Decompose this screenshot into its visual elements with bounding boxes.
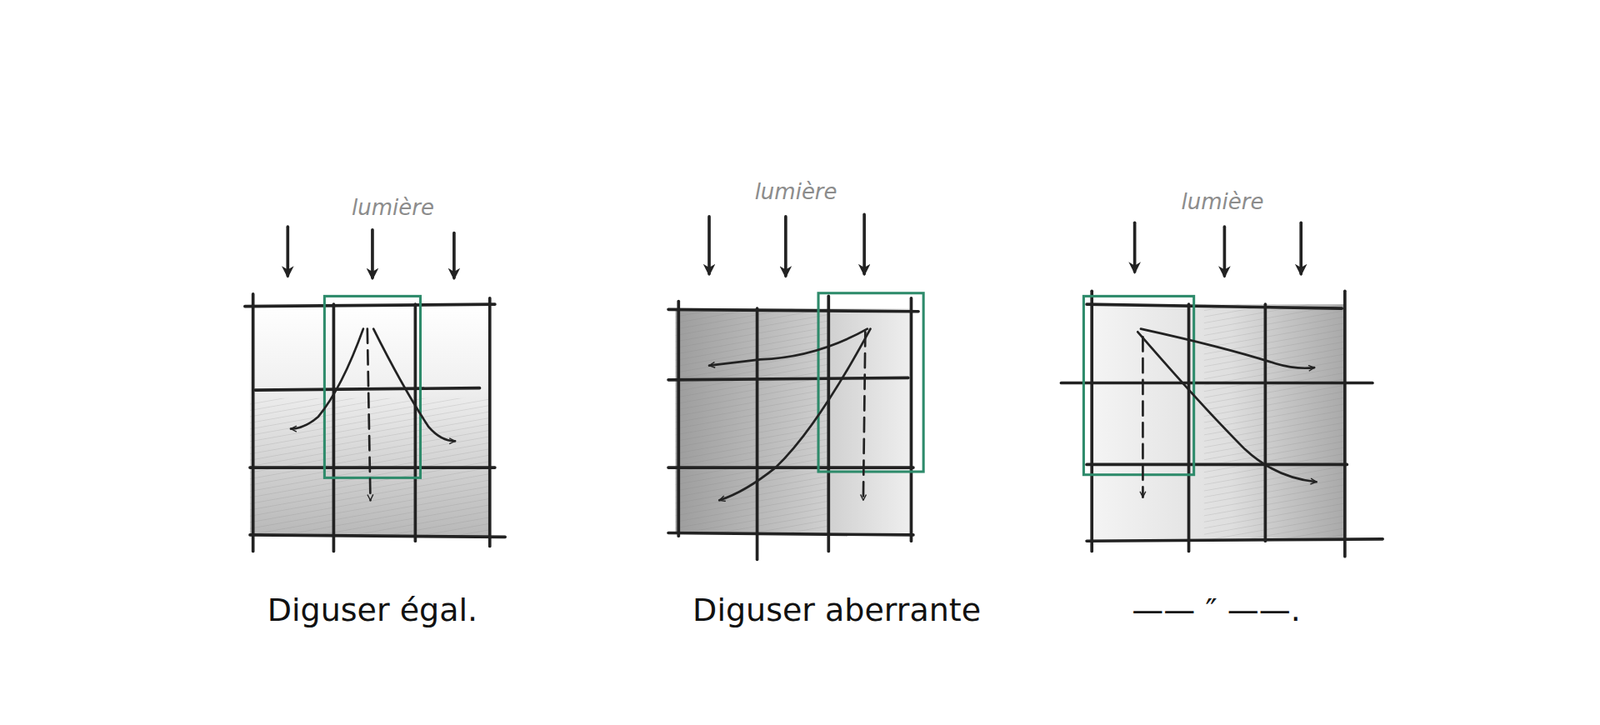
grid-sketch xyxy=(668,214,924,560)
grid-line xyxy=(255,388,480,390)
grid-line xyxy=(332,304,336,551)
grid-line xyxy=(1086,304,1342,309)
shading xyxy=(1091,304,1345,541)
light-arrow xyxy=(862,214,866,274)
diffusion-arrow xyxy=(709,329,868,366)
grid-line xyxy=(668,309,919,311)
caption: —— ″ ——. xyxy=(1131,591,1300,629)
diffusion-arrow xyxy=(1141,336,1145,497)
grid-line xyxy=(1086,539,1383,541)
hatching xyxy=(675,308,830,533)
light-arrow xyxy=(452,232,456,278)
highlight-frame xyxy=(818,293,924,472)
grid-line xyxy=(668,377,909,380)
grid-line xyxy=(1090,290,1094,551)
shading xyxy=(250,304,490,536)
diffusion-arrow xyxy=(290,329,364,430)
grid-line xyxy=(1187,304,1191,551)
grid-line xyxy=(1086,463,1347,467)
hatching xyxy=(1204,304,1345,541)
grid-line xyxy=(755,308,760,560)
light-label: lumière xyxy=(755,179,838,205)
light-arrow xyxy=(370,230,375,279)
grid-sketch xyxy=(1060,222,1383,556)
light-arrow xyxy=(1133,222,1137,272)
grid-line xyxy=(250,535,505,537)
diffusion-arrow xyxy=(1140,329,1315,369)
grid-line xyxy=(251,294,255,552)
grid-line xyxy=(245,304,495,306)
diffusion-arrow xyxy=(1137,331,1316,482)
grid-line xyxy=(1264,304,1268,541)
shading xyxy=(675,308,913,533)
grid-line xyxy=(414,304,418,541)
light-arrow xyxy=(784,216,788,276)
diffusion-arrow xyxy=(719,329,870,501)
grid-line xyxy=(676,301,680,537)
grid-line xyxy=(1060,381,1372,385)
grid-sketch xyxy=(245,226,505,551)
highlight-frame xyxy=(1083,295,1194,475)
light-arrow xyxy=(1299,222,1303,274)
grid-line xyxy=(668,532,914,535)
grid-line xyxy=(1343,290,1347,556)
grid-line xyxy=(668,465,914,470)
caption: Diguser égal. xyxy=(267,591,478,629)
caption: Diguser aberrante xyxy=(692,591,981,629)
grid-line xyxy=(488,298,492,547)
diffusion-arrow xyxy=(373,329,455,442)
grid-line xyxy=(910,298,914,541)
grid-line xyxy=(826,295,830,551)
light-label: lumière xyxy=(351,195,435,220)
diffusion-arrow xyxy=(367,329,371,501)
light-arrow xyxy=(1223,226,1227,276)
light-arrow xyxy=(285,226,290,276)
grid-line xyxy=(250,465,495,470)
light-arrow xyxy=(707,216,711,275)
diffusion-arrow xyxy=(863,331,865,500)
light-label: lumière xyxy=(1180,189,1264,215)
